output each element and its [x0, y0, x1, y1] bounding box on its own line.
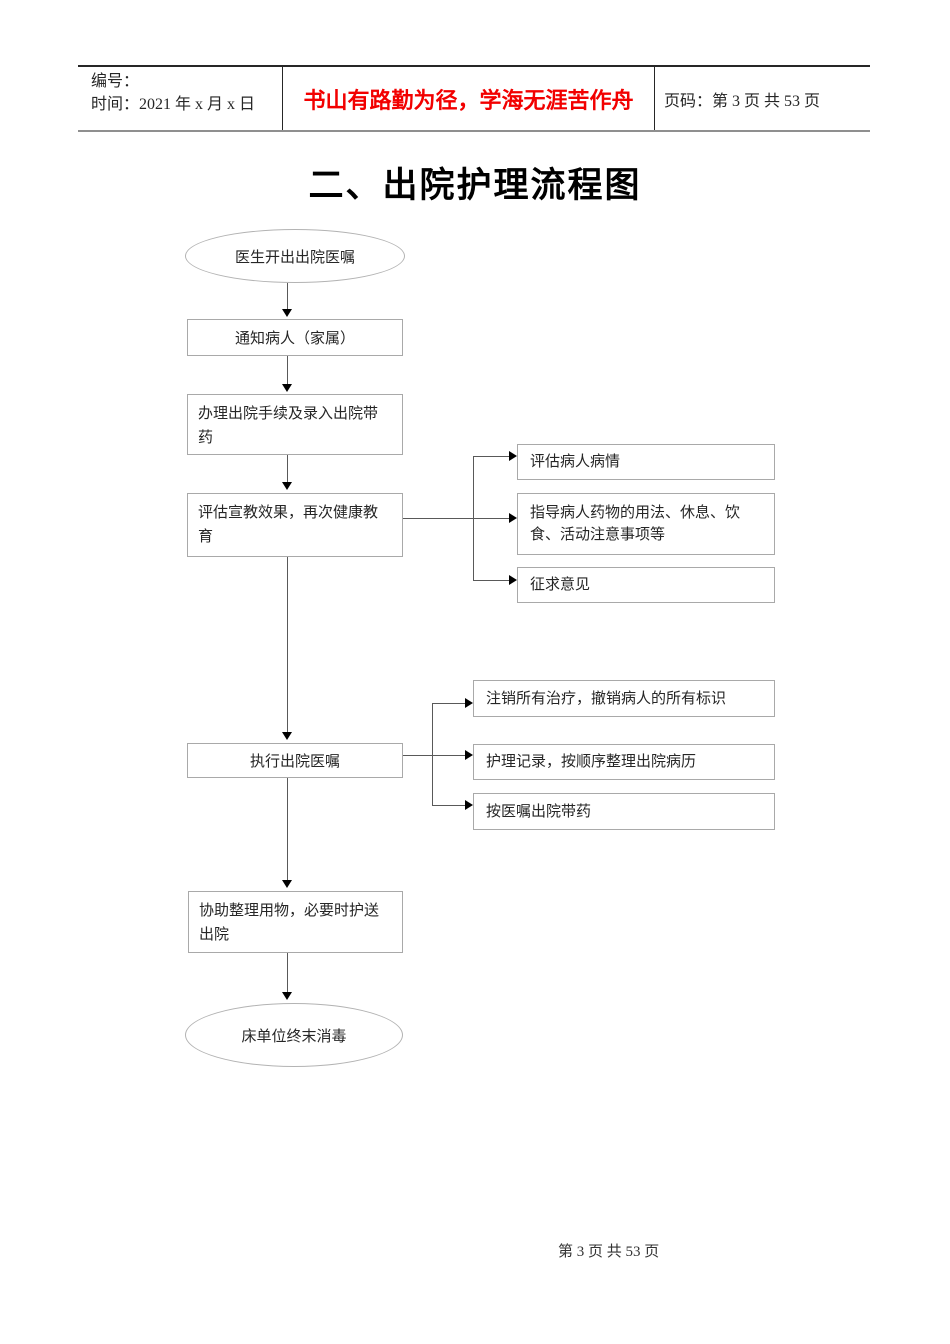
arrow-right-icon	[465, 750, 473, 760]
flow-node-cancel-treatments: 注销所有治疗，撤销病人的所有标识	[473, 680, 775, 717]
header-cell-meta: 编号： 时间：2021 年 x 月 x 日	[78, 67, 282, 130]
flow-connector	[287, 455, 288, 483]
doc-number-label: 编号：	[91, 73, 140, 90]
arrow-right-icon	[509, 513, 517, 523]
flow-connector	[403, 755, 465, 756]
arrow-right-icon	[465, 800, 473, 810]
header-cell-page: 页码：第 3 页 共 53 页	[654, 67, 870, 130]
flow-node-assist: 协助整理用物，必要时护送出院	[188, 891, 403, 953]
flow-node-assess-condition: 评估病人病情	[517, 444, 775, 480]
doc-time-label: 时间：2021 年 x 月 x 日	[91, 96, 256, 113]
page-title: 二、出院护理流程图	[308, 166, 642, 205]
flow-connector	[432, 805, 465, 806]
flow-node-discharge-medication: 按医嘱出院带药	[473, 793, 775, 830]
flow-node-nursing-records: 护理记录，按顺序整理出院病历	[473, 744, 775, 780]
flow-connector	[473, 456, 509, 457]
flow-connector	[473, 456, 474, 580]
flow-node-evaluate: 评估宣教效果，再次健康教育	[187, 493, 403, 557]
flow-node-procedure: 办理出院手续及录入出院带药	[187, 394, 403, 455]
motto-text: 书山有路勤为径，学海无涯苦作舟	[303, 87, 634, 113]
arrow-down-icon	[282, 309, 292, 317]
header-table: 编号： 时间：2021 年 x 月 x 日 书山有路勤为径，学海无涯苦作舟 页码…	[78, 65, 870, 132]
flow-connector	[432, 703, 433, 805]
arrow-down-icon	[282, 482, 292, 490]
flow-connector	[287, 778, 288, 881]
arrow-down-icon	[282, 992, 292, 1000]
flow-node-start: 医生开出出院医嘱	[185, 229, 405, 283]
flow-node-solicit-opinions: 征求意见	[517, 567, 775, 603]
arrow-down-icon	[282, 880, 292, 888]
arrow-right-icon	[465, 698, 473, 708]
flow-connector	[287, 356, 288, 385]
arrow-right-icon	[509, 575, 517, 585]
flow-connector	[287, 953, 288, 993]
flow-node-medication-guidance: 指导病人药物的用法、休息、饮食、活动注意事项等	[517, 493, 775, 555]
flow-node-execute: 执行出院医嘱	[187, 743, 403, 778]
arrow-right-icon	[509, 451, 517, 461]
footer-page-number: 第 3 页 共 53 页	[558, 1244, 660, 1260]
page-number-label: 页码：第 3 页 共 53 页	[664, 92, 821, 110]
flow-node-notify: 通知病人（家属）	[187, 319, 403, 356]
header-cell-motto: 书山有路勤为径，学海无涯苦作舟	[282, 67, 654, 130]
flow-connector	[403, 518, 509, 519]
flow-connector	[432, 703, 465, 704]
flow-connector	[473, 580, 509, 581]
arrow-down-icon	[282, 732, 292, 740]
arrow-down-icon	[282, 384, 292, 392]
flow-connector	[287, 283, 288, 310]
flow-connector	[287, 557, 288, 733]
flow-node-end: 床单位终末消毒	[185, 1003, 403, 1067]
